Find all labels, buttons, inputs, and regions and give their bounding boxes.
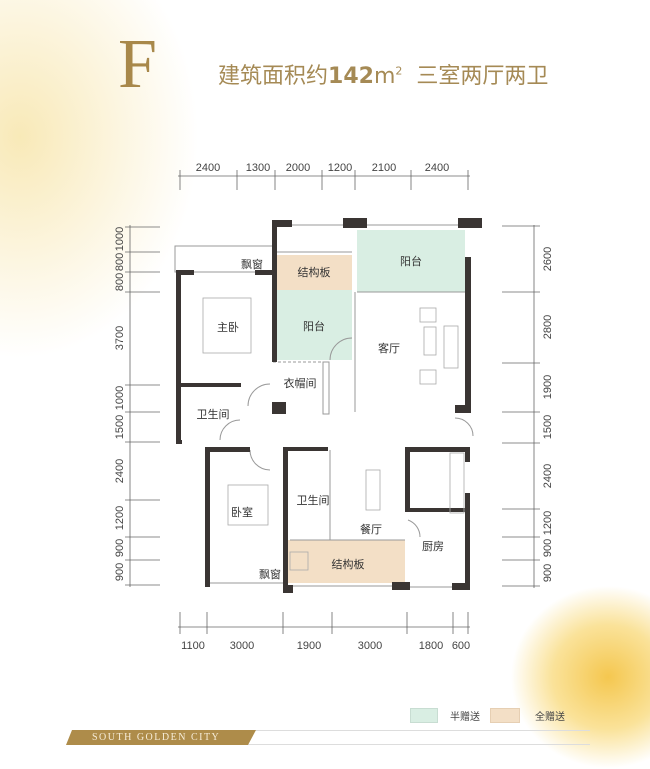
dim-top: 2400	[425, 162, 449, 174]
unit-heading: 建筑面积约142m2 三室两厅两卫	[218, 58, 548, 90]
counter-icon	[449, 452, 465, 514]
area-unit: m	[373, 64, 396, 89]
flower-decoration-top-left	[0, 0, 200, 360]
room-label-bay-window: 飘窗	[241, 257, 263, 271]
dim-right: 1200	[542, 511, 554, 535]
dim-left: 3700	[114, 326, 126, 350]
footer-brand-text: SOUTH GOLDEN CITY	[92, 732, 221, 743]
dim-left: 800	[114, 273, 126, 291]
room-label-dining-room: 餐厅	[360, 522, 382, 536]
room-label-structure-board: 结构板	[332, 557, 365, 571]
room-label-bathroom: 卫生间	[297, 493, 330, 507]
flower-decoration-bottom-right	[510, 585, 650, 769]
dim-right: 2400	[542, 464, 554, 488]
dim-top: 1300	[246, 162, 270, 174]
structure-board-fill	[287, 540, 405, 583]
dim-right: 900	[542, 564, 554, 582]
room-label-bathroom: 卫生间	[197, 407, 230, 421]
legend-label-half-gift: 半赠送	[450, 712, 480, 723]
dim-left: 900	[114, 539, 126, 557]
dim-right: 1500	[542, 415, 554, 439]
windows-and-partitions	[174, 224, 474, 588]
footer-brand-bar	[66, 730, 256, 745]
room-label-master-bedroom: 主卧	[217, 321, 239, 334]
balcony-fill	[277, 290, 352, 360]
dim-top: 2100	[372, 162, 396, 174]
dim-top: 2000	[286, 162, 310, 174]
room-label-balcony: 阳台	[400, 254, 422, 268]
legend-label-full-gift: 全赠送	[535, 712, 565, 723]
legend-swatch-half-gift	[410, 708, 438, 723]
room-label-cloakroom: 衣帽间	[284, 376, 317, 390]
dining-table-icon	[365, 469, 381, 511]
room-label-structure-board: 结构板	[298, 265, 331, 279]
furniture	[202, 297, 465, 571]
dim-left: 1000	[114, 227, 126, 251]
room-label-living-room: 客厅	[378, 341, 400, 355]
dim-left: 1000	[114, 386, 126, 410]
dim-top: 2400	[196, 162, 220, 174]
dim-bottom: 3000	[230, 640, 254, 652]
room-label-kitchen: 厨房	[422, 540, 444, 553]
room-label-bay-window: 飘窗	[259, 567, 281, 581]
legend-swatch-full-gift	[490, 708, 520, 723]
dim-bottom: 600	[452, 640, 470, 652]
dim-right: 1900	[542, 375, 554, 399]
dim-bottom: 1100	[181, 640, 205, 652]
footer-stripe	[240, 730, 590, 745]
dim-right: 2800	[542, 315, 554, 339]
dim-right: 900	[542, 539, 554, 557]
balcony-fill	[357, 230, 465, 292]
room-label-balcony: 阳台	[303, 319, 325, 333]
dim-left: 900	[114, 563, 126, 581]
layout-description: 三室两厅两卫	[416, 64, 549, 89]
dim-left: 2400	[114, 459, 126, 483]
bed-icon	[202, 297, 252, 354]
walls	[176, 218, 482, 593]
dim-bottom: 1800	[419, 640, 443, 652]
area-prefix: 建筑面积约	[218, 64, 329, 89]
dimension-lines	[125, 170, 540, 634]
dim-bottom: 1900	[297, 640, 321, 652]
dim-left: 800	[114, 253, 126, 271]
dim-top: 1200	[328, 162, 352, 174]
area-value: 142	[328, 64, 374, 89]
unit-type-letter: F	[118, 26, 157, 103]
structure-board-fill	[277, 255, 352, 290]
sofa-icon	[443, 325, 459, 369]
area-unit-sup: 2	[395, 64, 403, 78]
dim-bottom: 3000	[358, 640, 382, 652]
room-label-bedroom: 卧室	[231, 505, 253, 519]
dim-right: 2600	[542, 247, 554, 271]
bed-icon	[227, 484, 269, 526]
dim-left: 1500	[114, 415, 126, 439]
coffee-table-icon	[423, 326, 437, 356]
dim-left: 1200	[114, 506, 126, 530]
